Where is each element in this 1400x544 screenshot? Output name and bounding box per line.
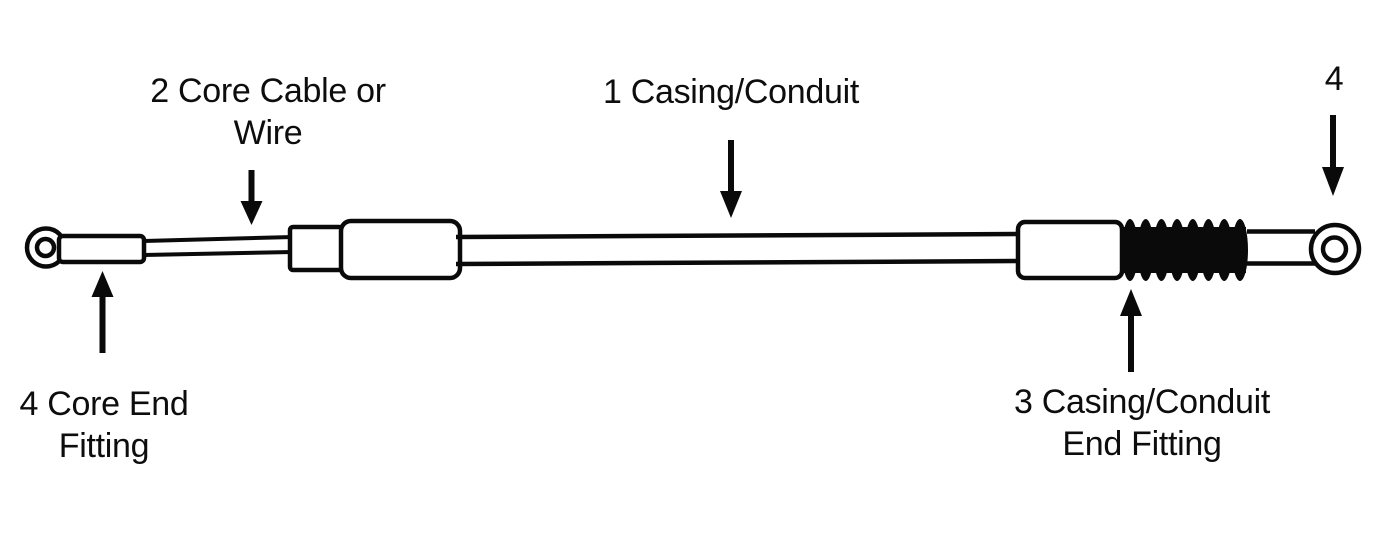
label-number-four: 4 [1324,60,1344,98]
casing-conduit-shape [455,231,1023,267]
label-casing-conduit: 1 Casing/Conduit [602,73,860,111]
arrow-down-icon [720,140,742,218]
bellows-boot-shape [1122,219,1248,281]
arrow-down-icon [240,170,263,225]
core-end-fitting-left-shape [24,226,147,269]
casing-conduit-end-fitting-right-shape [1015,219,1125,281]
conduit-end-fitting-left-shape [287,218,463,281]
core-cable-wire-shape [143,235,294,257]
label-casing-conduit-end-fitting: 3 Casing/Conduit End Fitting [1013,383,1271,463]
core-end-fitting-right-shape [1247,222,1362,276]
label-core-cable-or-wire: 2 Core Cable or Wire [150,72,386,152]
arrow-up-icon [91,271,114,353]
arrow-down-icon [1322,115,1344,196]
arrow-up-icon [1120,289,1142,372]
label-core-end-fitting: 4 Core End Fitting [19,385,189,465]
